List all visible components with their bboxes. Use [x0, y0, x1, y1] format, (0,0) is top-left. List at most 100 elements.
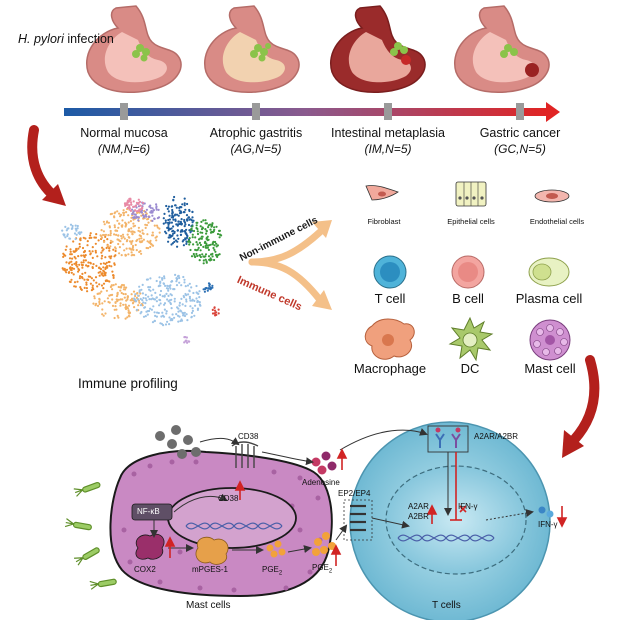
- tsne-point: [167, 240, 170, 243]
- tsne-point: [68, 261, 71, 264]
- tsne-point: [205, 236, 208, 240]
- ep2-ep4-label: EP2/EP4: [338, 489, 371, 498]
- tsne-point: [124, 203, 127, 206]
- tsne-point: [98, 266, 101, 269]
- tsne-point: [198, 290, 201, 293]
- tsne-point: [185, 228, 188, 231]
- tsne-point: [139, 312, 142, 315]
- tsne-point: [118, 239, 121, 242]
- tsne-point: [159, 302, 162, 305]
- tsne-point: [195, 224, 198, 227]
- tsne-point: [89, 282, 92, 285]
- cd38-surface-label: CD38: [238, 432, 259, 441]
- tsne-point: [143, 306, 147, 309]
- tsne-point: [177, 223, 180, 226]
- tsne-point: [178, 301, 181, 304]
- tsne-point: [181, 230, 184, 233]
- tsne-point: [189, 305, 192, 308]
- t-cells-caption: T cells: [432, 600, 461, 611]
- tsne-point: [141, 206, 144, 209]
- tsne-point: [113, 233, 116, 236]
- tsne-point: [191, 298, 194, 301]
- tsne-point: [210, 224, 214, 227]
- tsne-point: [151, 207, 154, 210]
- tsne-point: [162, 217, 165, 220]
- tsne-point: [95, 302, 98, 305]
- tsne-point: [200, 220, 203, 223]
- macrophage-icon: [364, 318, 415, 360]
- tsne-point: [147, 215, 151, 218]
- tsne-point: [141, 292, 144, 295]
- tsne-point: [69, 268, 72, 271]
- tsne-point: [88, 250, 91, 253]
- stage-name-gc: Gastric cancer: [479, 126, 561, 140]
- adenosine-label: Adenosine: [302, 478, 340, 487]
- tsne-point: [167, 223, 170, 226]
- tsne-point: [64, 248, 67, 251]
- tsne-point: [94, 242, 97, 245]
- immune-profiling-title: Immune profiling: [78, 376, 178, 391]
- tsne-point: [153, 224, 156, 227]
- tsne-point: [144, 213, 147, 216]
- tsne-point: [83, 249, 86, 253]
- epithelial-cells-label: Epithelial cells: [447, 217, 495, 226]
- tsne-point: [171, 234, 174, 237]
- tsne-point: [183, 296, 186, 299]
- tsne-point: [111, 304, 115, 307]
- tsne-point: [82, 261, 85, 264]
- tsne-point: [199, 225, 202, 228]
- tsne-point: [213, 248, 216, 251]
- tsne-point: [124, 204, 127, 207]
- tsne-point: [213, 306, 216, 309]
- tsne-point: [191, 233, 194, 236]
- tsne-point: [109, 294, 112, 297]
- ifng-molecules-icon: [538, 506, 554, 518]
- tsne-point: [213, 309, 217, 312]
- tsne-point: [168, 285, 171, 288]
- tsne-point: [119, 302, 122, 305]
- tsne-point: [153, 311, 156, 314]
- tsne-point: [173, 231, 176, 235]
- tsne-point: [184, 232, 187, 235]
- tsne-point: [113, 226, 116, 229]
- tsne-point: [73, 285, 76, 288]
- fibroblast-icon: [365, 185, 399, 201]
- tsne-point: [216, 255, 219, 258]
- tsne-point: [132, 290, 136, 293]
- tsne-point: [89, 275, 92, 278]
- tsne-point: [201, 227, 204, 230]
- infection-label: H. pylori infection: [18, 32, 114, 46]
- tsne-point: [151, 214, 154, 217]
- tsne-point: [149, 307, 152, 310]
- tsne-point: [183, 202, 186, 205]
- tsne-point: [183, 336, 186, 339]
- tsne-point: [148, 309, 151, 313]
- tsne-point: [137, 304, 140, 307]
- tsne-point: [98, 274, 101, 277]
- tsne-point: [196, 230, 199, 233]
- tsne-point: [145, 208, 148, 211]
- tsne-point: [85, 264, 88, 267]
- tsne-point: [186, 234, 189, 238]
- tsne-point: [198, 259, 201, 262]
- tsne-point: [168, 323, 171, 326]
- tsne-point: [198, 254, 201, 257]
- tsne-point: [104, 235, 107, 238]
- tsne-point: [191, 210, 194, 213]
- tsne-point: [147, 295, 150, 298]
- tsne-point: [97, 239, 100, 242]
- tsne-point: [143, 202, 146, 205]
- tsne-point: [100, 290, 103, 293]
- tsne-point: [187, 240, 190, 243]
- tsne-point: [198, 301, 201, 304]
- tsne-point: [167, 289, 170, 292]
- tsne-point: [124, 293, 127, 296]
- tsne-point: [144, 226, 147, 229]
- mpges1-enzyme-icon: [195, 536, 229, 565]
- tsne-point: [152, 305, 155, 308]
- tsne-point: [151, 211, 154, 214]
- tsne-point: [66, 227, 69, 230]
- tsne-point: [123, 286, 126, 289]
- tsne-point: [122, 303, 125, 306]
- tsne-point: [168, 218, 171, 221]
